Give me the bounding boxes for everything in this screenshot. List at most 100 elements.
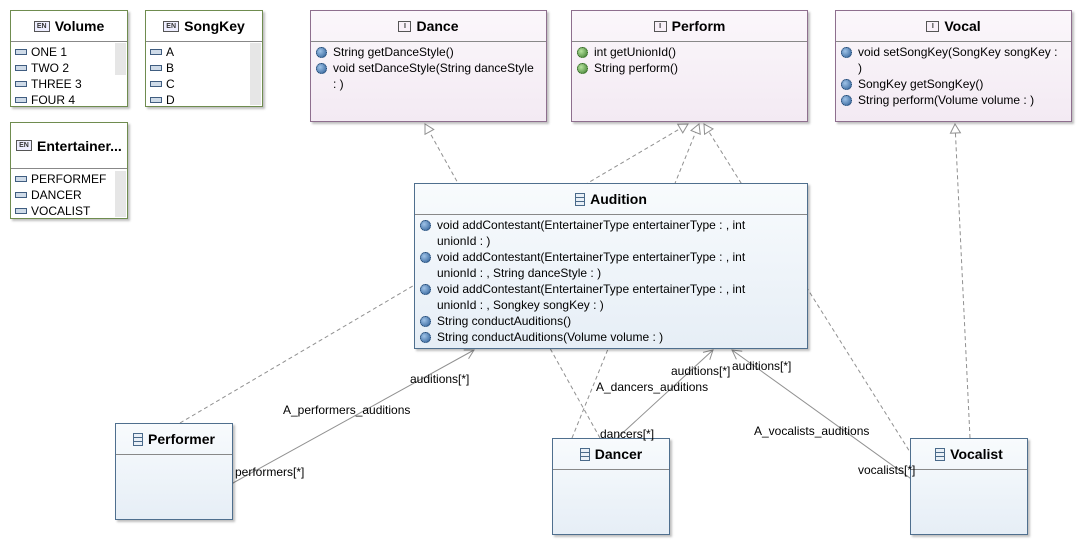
enum-literal[interactable]: VOCALIST [15, 203, 127, 219]
operation-icon [420, 332, 431, 343]
enum-literal[interactable]: TWO 2 [15, 60, 127, 76]
scrollbar[interactable] [115, 43, 126, 75]
divider [911, 469, 1027, 470]
divider [572, 41, 807, 42]
class-audition-header: Audition [415, 184, 807, 214]
interface-vocal[interactable]: I Vocal void setSongKey(SongKey songKey … [835, 10, 1072, 122]
operation[interactable]: void setDanceStyle(String danceStyle : ) [316, 60, 538, 92]
interface-icon: I [926, 20, 940, 32]
literal-icon [150, 65, 162, 71]
operation[interactable]: SongKey getSongKey() [841, 76, 1063, 92]
class-vocalist[interactable]: Vocalist [910, 438, 1028, 535]
interface-dance-title: Dance [416, 18, 459, 34]
enum-literal[interactable]: B [150, 60, 262, 76]
operation-icon [420, 252, 431, 263]
interface-vocal-operations: void setSongKey(SongKey songKey : ) Song… [836, 42, 1071, 108]
divider [11, 168, 127, 169]
interface-icon: I [653, 20, 667, 32]
enum-literal[interactable]: DANCER [15, 187, 127, 203]
enum-volume[interactable]: EN Volume ONE 1 TWO 2 THREE 3 FOUR 4 [10, 10, 128, 107]
vocalist-association-name-label: A_vocalists_auditions [754, 424, 870, 438]
operation-icon [841, 79, 852, 90]
class-icon [133, 432, 144, 446]
class-audition-title: Audition [590, 191, 647, 207]
interface-dance-header: I Dance [311, 11, 546, 41]
operation[interactable]: String conductAuditions() [420, 313, 777, 329]
operation-icon [841, 47, 852, 58]
literal-icon [15, 208, 27, 214]
operation[interactable]: void addContestant(EntertainerType enter… [420, 217, 777, 249]
operation-icon [420, 220, 431, 231]
enum-songkey-literals: A B C D [146, 42, 262, 108]
operation-icon [420, 284, 431, 295]
operation[interactable]: String perform(Volume volume : ) [841, 92, 1063, 108]
operation[interactable]: String conductAuditions(Volume volume : … [420, 329, 777, 345]
enum-literal[interactable]: D [150, 92, 262, 108]
enum-songkey-title: SongKey [184, 18, 245, 34]
interface-icon: I [398, 20, 412, 32]
enumeration-icon: EN [163, 20, 180, 32]
interface-dance[interactable]: I Dance String getDanceStyle() void setD… [310, 10, 547, 122]
class-dancer-title: Dancer [594, 446, 643, 462]
performer-auditions-role-label: auditions[*] [410, 372, 470, 386]
vocalist-audition-association[interactable] [731, 349, 921, 488]
divider [146, 41, 262, 42]
enum-entertainer-header: EN Entertainer... [11, 123, 127, 168]
enum-entertainer-type[interactable]: EN Entertainer... PERFORMEF DANCER VOCAL… [10, 122, 128, 219]
operation[interactable]: String getDanceStyle() [316, 44, 538, 60]
class-vocalist-title: Vocalist [950, 446, 1003, 462]
dancer-association-name-label: A_dancers_auditions [596, 380, 709, 394]
enumeration-icon: EN [33, 20, 50, 32]
operation[interactable]: int getUnionId() [577, 44, 799, 60]
literal-icon [15, 65, 27, 71]
vocalist-perform-realization[interactable] [703, 123, 921, 469]
operation[interactable]: String perform() [577, 60, 799, 76]
enum-literal[interactable]: C [150, 76, 262, 92]
operation-icon [577, 47, 588, 58]
performers-role-label: performers[*] [235, 465, 305, 479]
literal-icon [15, 176, 27, 182]
interface-perform-title: Perform [671, 18, 726, 34]
class-performer-title: Performer [148, 431, 215, 447]
operation[interactable]: void setSongKey(SongKey songKey : ) [841, 44, 1063, 76]
dancer-auditions-role-label: auditions[*] [671, 364, 731, 378]
interface-vocal-header: I Vocal [836, 11, 1071, 41]
operation[interactable]: void addContestant(EntertainerType enter… [420, 249, 777, 281]
vocalist-auditions-role-label: auditions[*] [732, 359, 792, 373]
enum-entertainer-literals: PERFORMEF DANCER VOCALIST [11, 169, 127, 219]
divider [553, 469, 669, 470]
enum-literal[interactable]: FOUR 4 [15, 92, 127, 108]
enum-literal[interactable]: ONE 1 [15, 44, 127, 60]
operation-icon [577, 63, 588, 74]
divider [311, 41, 546, 42]
class-dancer[interactable]: Dancer [552, 438, 670, 535]
enum-songkey[interactable]: EN SongKey A B C D [145, 10, 263, 107]
enum-literal[interactable]: A [150, 44, 262, 60]
literal-icon [150, 81, 162, 87]
operation-icon [420, 316, 431, 327]
enumeration-icon: EN [16, 140, 32, 151]
literal-icon [15, 49, 27, 55]
interface-perform[interactable]: I Perform int getUnionId() String perfor… [571, 10, 808, 122]
class-audition[interactable]: Audition void addContestant(EntertainerT… [414, 183, 808, 349]
class-icon [935, 447, 946, 461]
operation[interactable]: void addContestant(EntertainerType enter… [420, 281, 777, 313]
divider [116, 454, 232, 455]
interface-perform-operations: int getUnionId() String perform() [572, 42, 807, 76]
literal-icon [15, 97, 27, 103]
performer-association-name-label: A_performers_auditions [283, 403, 411, 417]
enum-literal[interactable]: PERFORMEF [15, 171, 127, 187]
scrollbar[interactable] [115, 171, 126, 217]
vocalist-vocal-realization[interactable] [949, 122, 971, 439]
dancer-dance-realization[interactable] [424, 123, 601, 439]
performer-audition-association[interactable] [222, 349, 475, 492]
class-performer[interactable]: Performer [115, 423, 233, 520]
operation-icon [316, 47, 327, 58]
scrollbar[interactable] [250, 43, 261, 105]
enum-volume-literals: ONE 1 TWO 2 THREE 3 FOUR 4 [11, 42, 127, 108]
divider [836, 41, 1071, 42]
literal-icon [150, 97, 162, 103]
dancer-audition-association[interactable] [604, 349, 714, 450]
enum-literal[interactable]: THREE 3 [15, 76, 127, 92]
class-performer-header: Performer [116, 424, 232, 454]
